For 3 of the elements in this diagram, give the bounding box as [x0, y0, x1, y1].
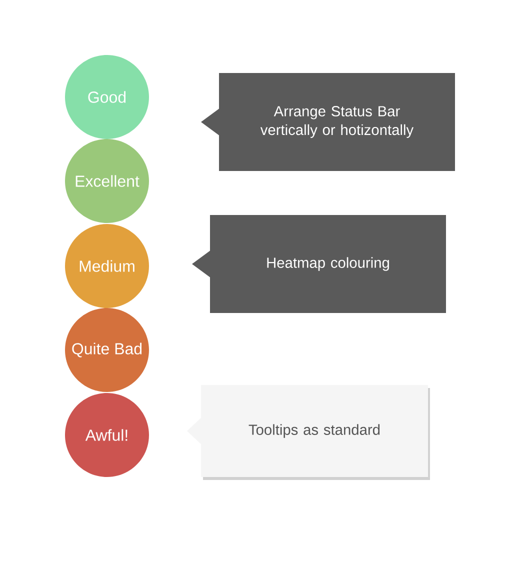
callout-box: Heatmap colouring [192, 215, 446, 313]
callout-box: Arrange Status Bar vertically or hotizontally [201, 73, 455, 171]
callout-box: Tooltips as standard [187, 385, 430, 480]
